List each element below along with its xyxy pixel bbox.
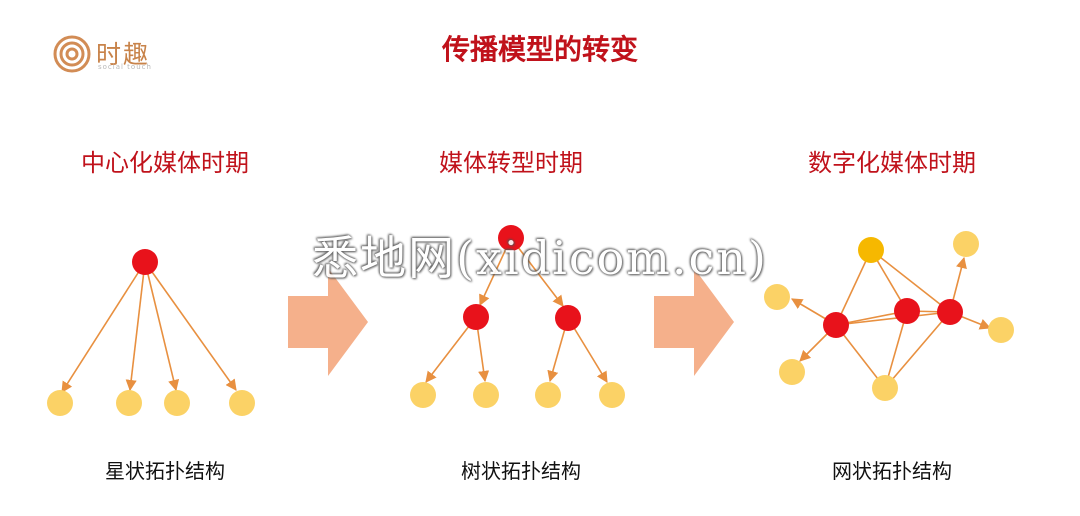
leaf-node — [229, 390, 255, 416]
logo-subtitle: social touch — [98, 63, 152, 71]
edge — [835, 324, 886, 389]
hub-node — [937, 299, 963, 325]
mesh-topology — [764, 231, 1014, 401]
logo-text: 时趣 — [96, 40, 151, 69]
edge — [510, 237, 564, 307]
key-node — [858, 237, 884, 263]
leaf-node — [953, 231, 979, 257]
leaf-node — [164, 390, 190, 416]
watermark: 悉地网(xidicom.cn) — [312, 231, 768, 285]
hub-node — [555, 305, 581, 331]
edge — [884, 310, 908, 389]
leaf-node — [872, 375, 898, 401]
edge — [144, 261, 237, 391]
leaf-node — [988, 317, 1014, 343]
leaf-node — [535, 382, 561, 408]
edge — [884, 311, 951, 389]
logo-spiral-icon — [53, 35, 91, 73]
logo: 时趣 social touch — [52, 34, 192, 74]
leaf-node — [764, 284, 790, 310]
hub-node — [463, 304, 489, 330]
edge — [61, 261, 146, 393]
structure-label-mesh: 网状拓扑结构 — [832, 459, 952, 483]
edge — [870, 249, 951, 313]
leaf-node — [779, 359, 805, 385]
structure-label-tree: 树状拓扑结构 — [461, 459, 581, 483]
tree-topology — [410, 225, 625, 408]
transition-arrow-2 — [654, 268, 734, 376]
edge — [835, 311, 951, 326]
period-label-centralized: 中心化媒体时期 — [81, 149, 249, 177]
period-label-transition: 媒体转型时期 — [439, 149, 583, 177]
edge — [125, 261, 146, 392]
star-topology — [47, 249, 255, 416]
hub-node — [132, 249, 158, 275]
edge — [144, 261, 180, 392]
leaf-node — [473, 382, 499, 408]
leaf-node — [116, 390, 142, 416]
leaf-node — [47, 390, 73, 416]
hub-node — [498, 225, 524, 251]
structure-label-star: 星状拓扑结构 — [105, 459, 225, 483]
edge — [425, 316, 477, 383]
hub-node — [894, 298, 920, 324]
period-label-digital: 数字化媒体时期 — [808, 149, 976, 177]
transition-arrow-1 — [288, 268, 368, 376]
hub-node — [823, 312, 849, 338]
page-title: 传播模型的转变 — [441, 33, 638, 66]
edge — [835, 249, 872, 326]
leaf-node — [410, 382, 436, 408]
leaf-node — [599, 382, 625, 408]
